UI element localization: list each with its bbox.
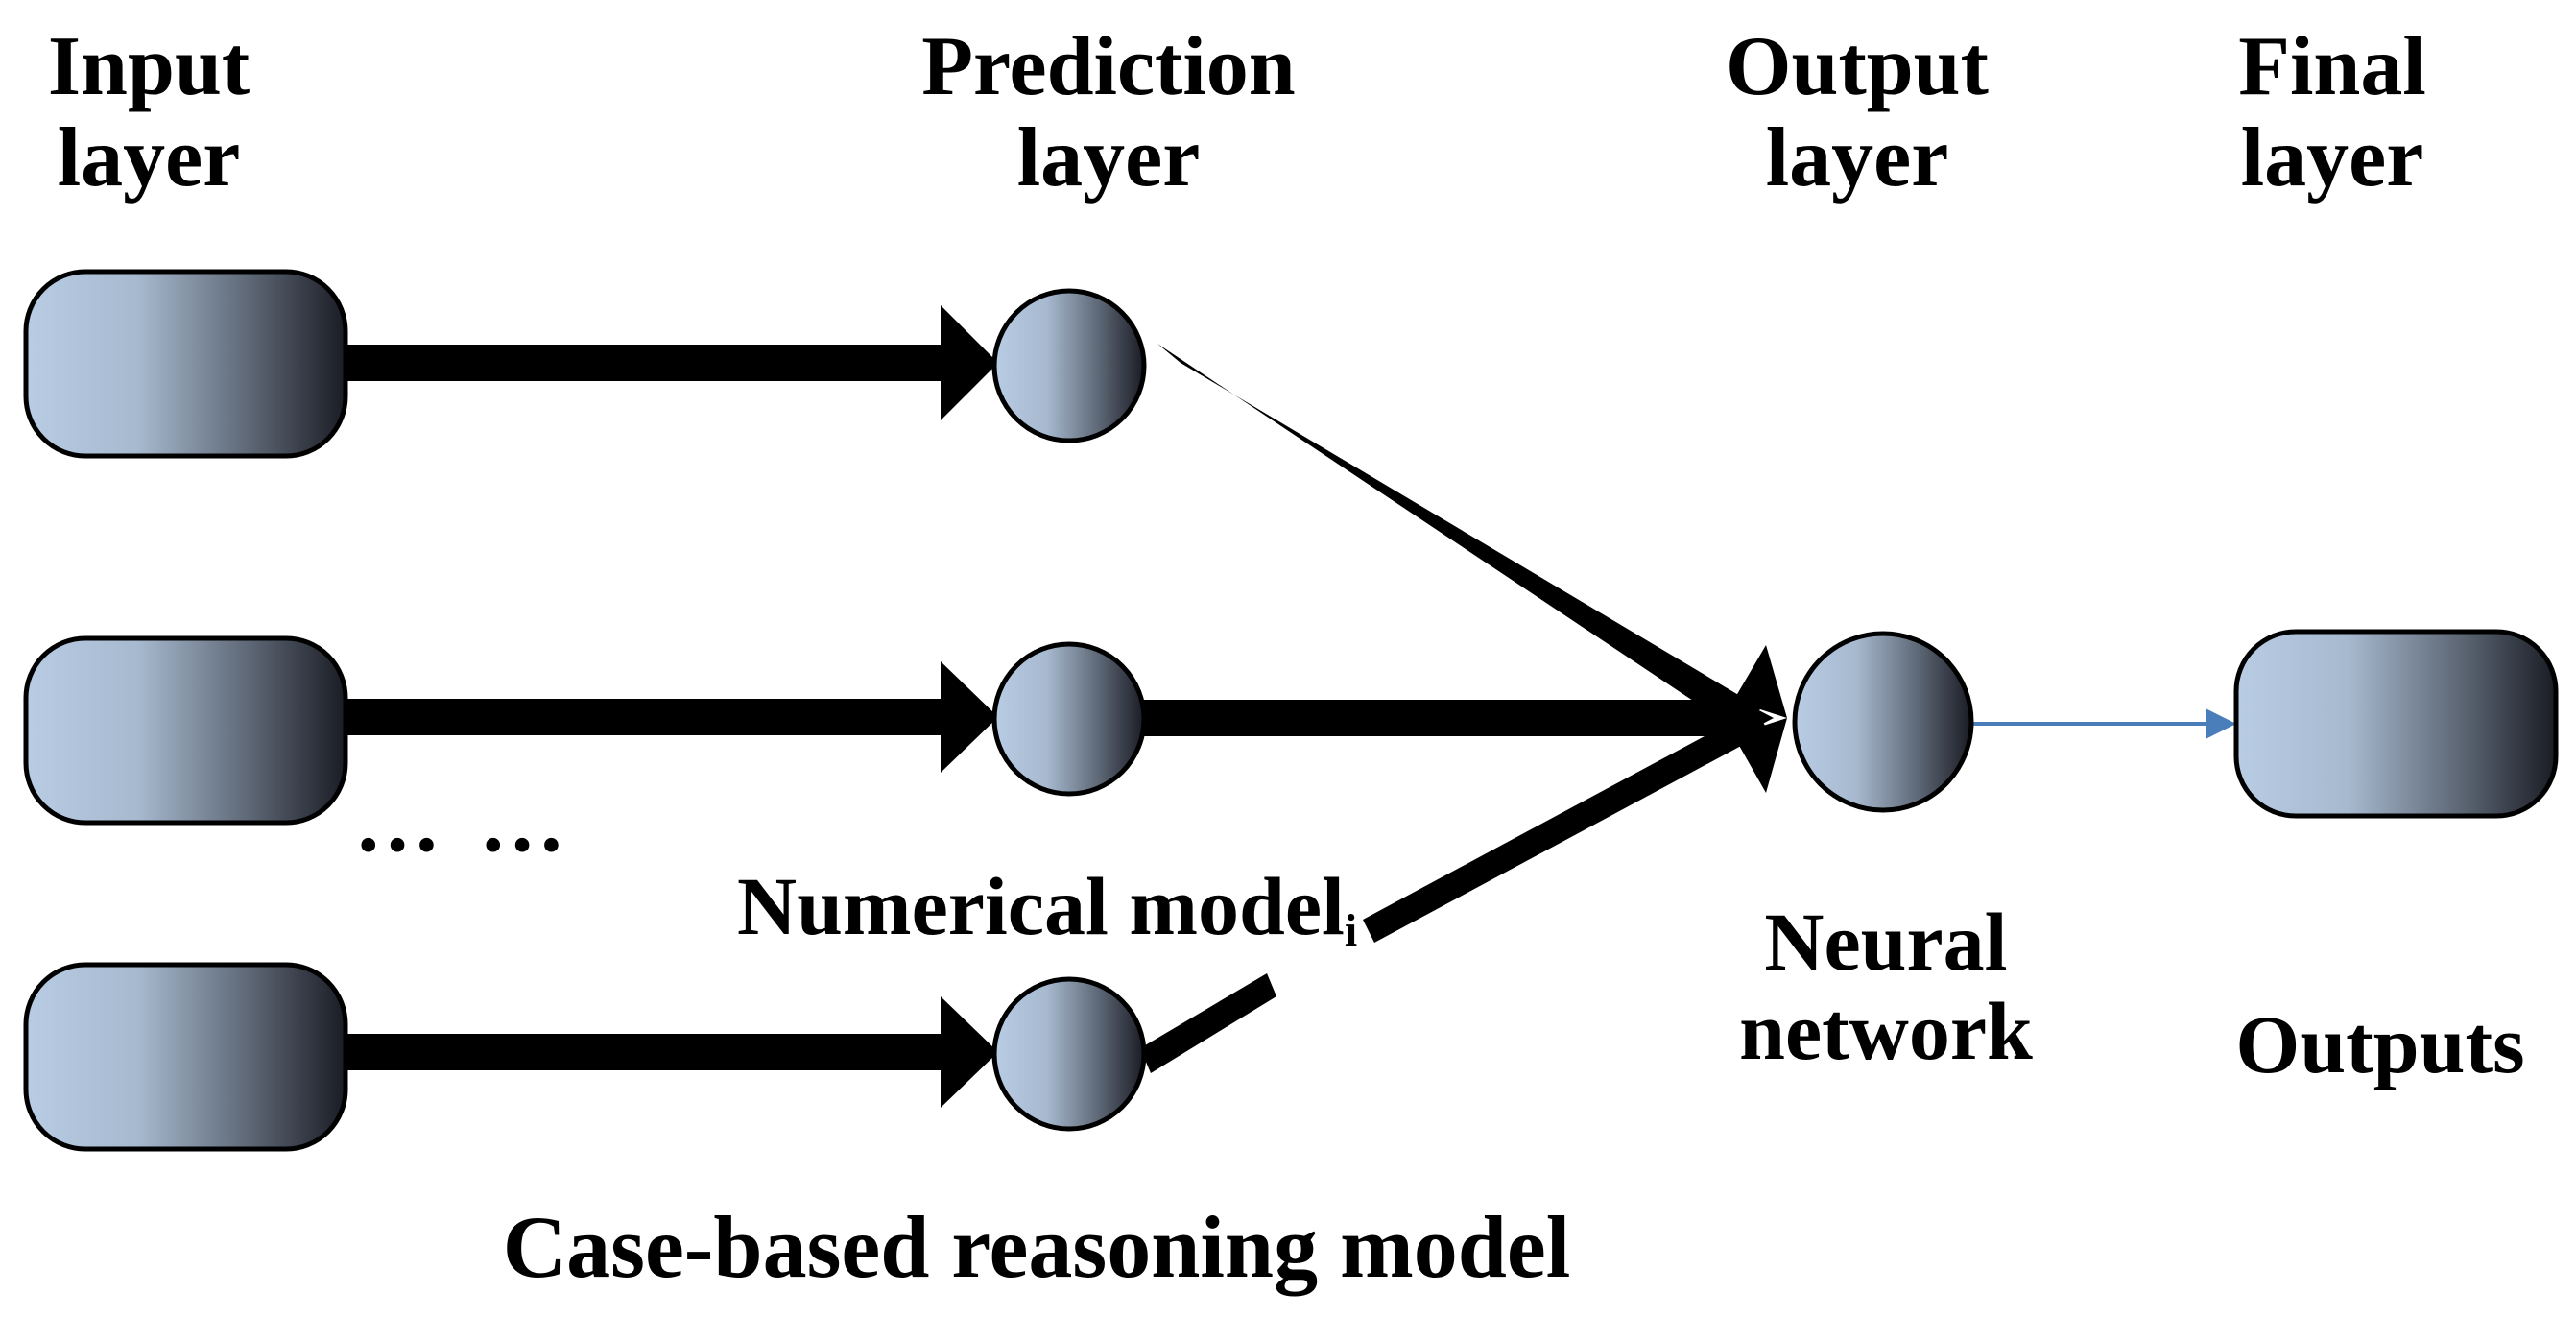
prediction-node-3 (991, 976, 1147, 1132)
prediction-node-2 (991, 641, 1147, 797)
prediction-to-output-arrow-2 (1140, 700, 1754, 736)
outputs-label: Outputs (2235, 998, 2525, 1090)
header-final-line1: Final (2238, 20, 2426, 113)
header-input-line1: Input (47, 20, 250, 113)
header-output: Output layer (1689, 21, 2025, 204)
input-arrow-3 (331, 996, 998, 1108)
neural-label-line1: Neural (1764, 896, 2008, 988)
input-arrow-2 (331, 661, 998, 773)
case-based-reasoning-label: Case-based reasoning model (502, 1198, 1571, 1296)
neural-network-node (1792, 631, 1974, 813)
prediction-node-1 (991, 288, 1147, 443)
ellipsis-left: … (354, 775, 442, 870)
header-final-line2: layer (2240, 111, 2424, 205)
input-node-3 (23, 962, 348, 1152)
output-arrowhead-upper (1733, 645, 1787, 718)
header-prediction-line1: Prediction (921, 20, 1296, 113)
input-node-1 (23, 269, 348, 459)
header-output-line2: layer (1765, 111, 1949, 205)
header-input: Input layer (19, 21, 278, 204)
input-node-2 (23, 635, 348, 826)
neural-label-line2: network (1739, 984, 2033, 1077)
input-arrow-1 (331, 305, 998, 420)
output-link-arrowhead (2206, 708, 2236, 739)
header-prediction-line2: layer (1016, 111, 1201, 205)
final-output-node (2233, 629, 2559, 819)
neural-network-label: Neural network (1708, 898, 2063, 1076)
header-prediction: Prediction layer (864, 21, 1353, 204)
output-arrowhead-lower (1733, 718, 1787, 793)
header-input-line2: layer (57, 111, 241, 205)
numerical-model-subscript: i (1344, 905, 1358, 956)
prediction-to-output-arrow-3 (1140, 708, 1768, 1073)
header-output-line1: Output (1726, 20, 1989, 113)
header-final: Final layer (2188, 21, 2476, 204)
ellipsis-right: … (479, 775, 567, 870)
numerical-model-text: Numerical model (737, 860, 1345, 952)
prediction-to-output-arrow-1 (1157, 344, 1761, 731)
output-arrowhead (1704, 682, 1774, 754)
numerical-model-label: Numerical modeli (737, 862, 1428, 956)
